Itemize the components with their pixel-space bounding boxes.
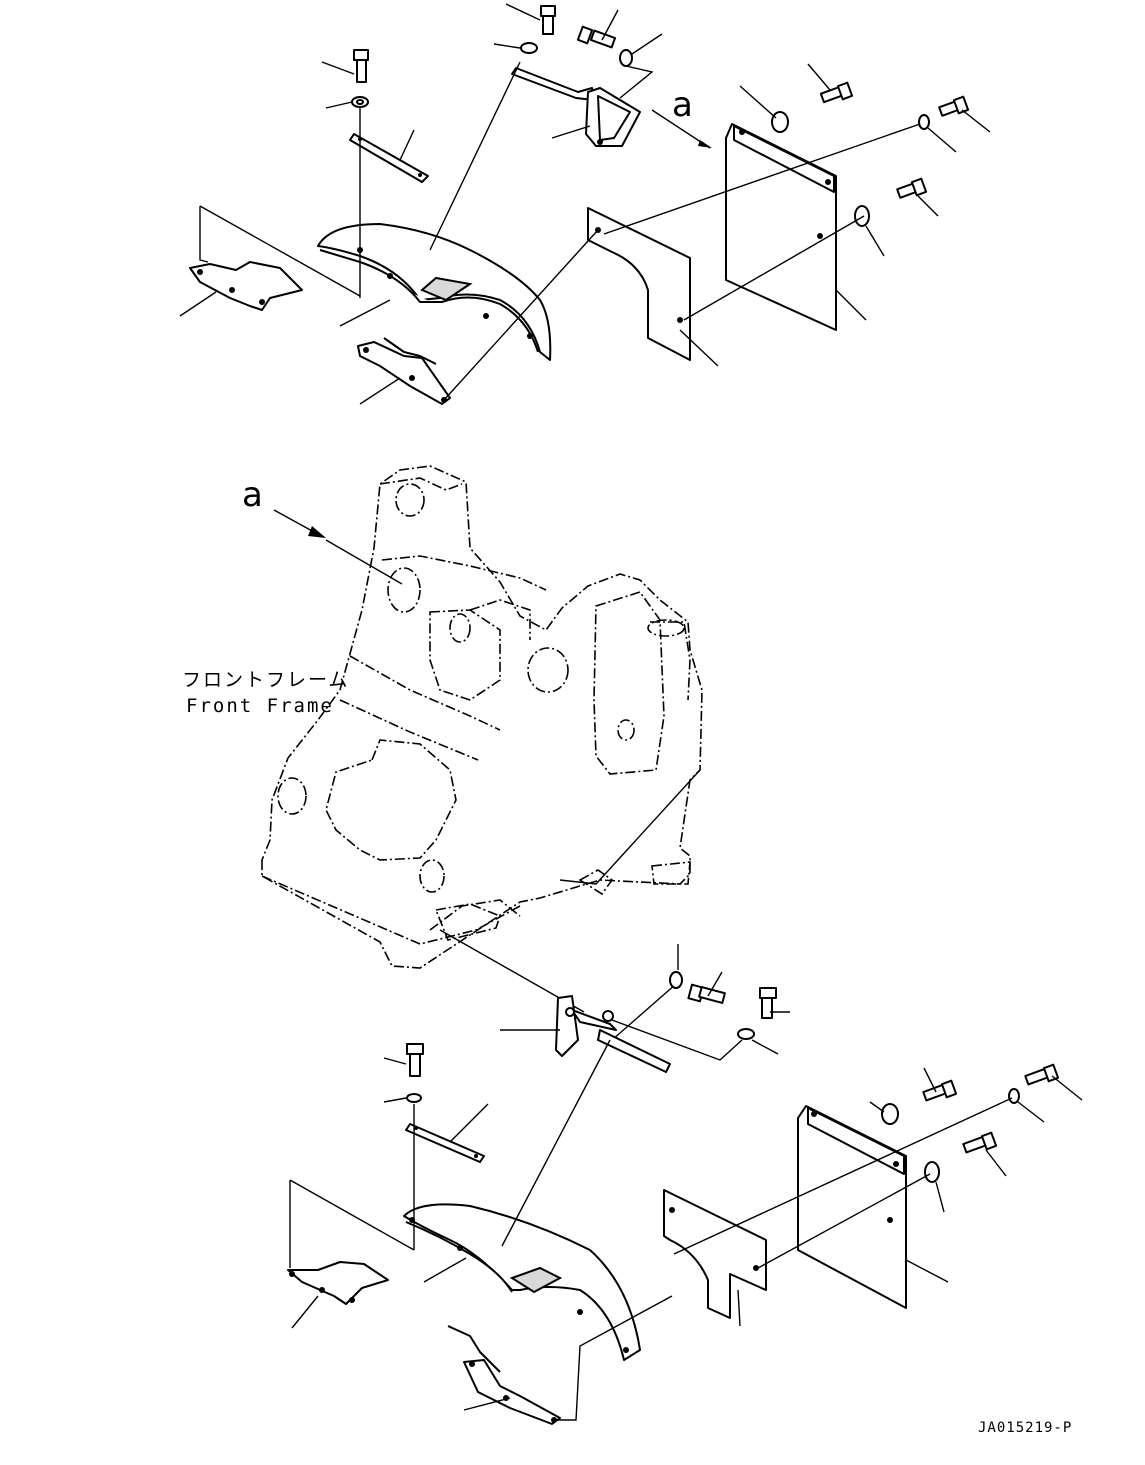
nut-lower-2 [924,1161,940,1183]
strap-plate-lower [405,1123,485,1163]
washer-upper-2 [520,42,538,54]
view-letter-frame: a [242,475,263,515]
washer-lower-1 [669,971,683,989]
fender-upper [317,223,552,361]
leader-lines-lower [289,944,1083,1421]
leader-lines-upper [179,3,991,405]
view-arrow-frame: a [242,475,403,585]
bolt-upper-6 [896,177,928,199]
nut-lower-1 [881,1103,899,1125]
frame-label-english: Front Frame [186,695,334,717]
splash-plate-lower [663,1189,767,1319]
bracket-plate-upper-lower [357,337,451,405]
bolt-upper-1 [353,49,369,83]
washer-upper-4 [918,114,930,130]
view-letter-upper: a [672,85,693,125]
mud-flap-lower [797,1105,907,1309]
upper-fender-assembly: a [179,3,991,405]
bolt-lower-3 [406,1043,424,1077]
washer-upper-3 [619,49,633,67]
strap-plate-upper [349,133,429,183]
bolt-lower-1 [687,983,726,1004]
washer-lower-2 [737,1028,755,1040]
nut-upper-2 [854,205,870,227]
washer-lower-4 [1008,1088,1020,1104]
reference-code: JA015219-P [978,1420,1072,1436]
frame-label: フロントフレーム Front Frame [182,669,349,717]
lower-fender-assembly [287,944,1083,1425]
bracket-plate-lower-left [287,1261,389,1305]
bolt-lower-4 [922,1079,958,1102]
bolt-upper-4 [819,81,854,104]
view-arrow-upper: a [672,85,712,148]
washer-upper-1 [351,96,369,108]
bolt-lower-5 [1024,1063,1060,1086]
splash-plate-upper [587,207,691,361]
washer-lower-3 [406,1093,422,1103]
bolt-upper-3 [576,25,617,49]
frame-label-japanese: フロントフレーム [182,669,349,691]
nut-upper-1 [771,111,789,133]
fender-lower [403,1203,641,1361]
bolt-lower-2 [759,987,777,1019]
bracket-plate-upper-left [189,261,303,311]
stay-bracket-upper [511,67,641,147]
front-frame [261,465,703,969]
bolt-upper-2 [540,5,556,35]
bolt-upper-5 [938,95,970,117]
stay-bracket-lower [555,995,671,1073]
bolt-lower-6 [962,1131,998,1154]
mud-flap-upper [725,123,837,331]
